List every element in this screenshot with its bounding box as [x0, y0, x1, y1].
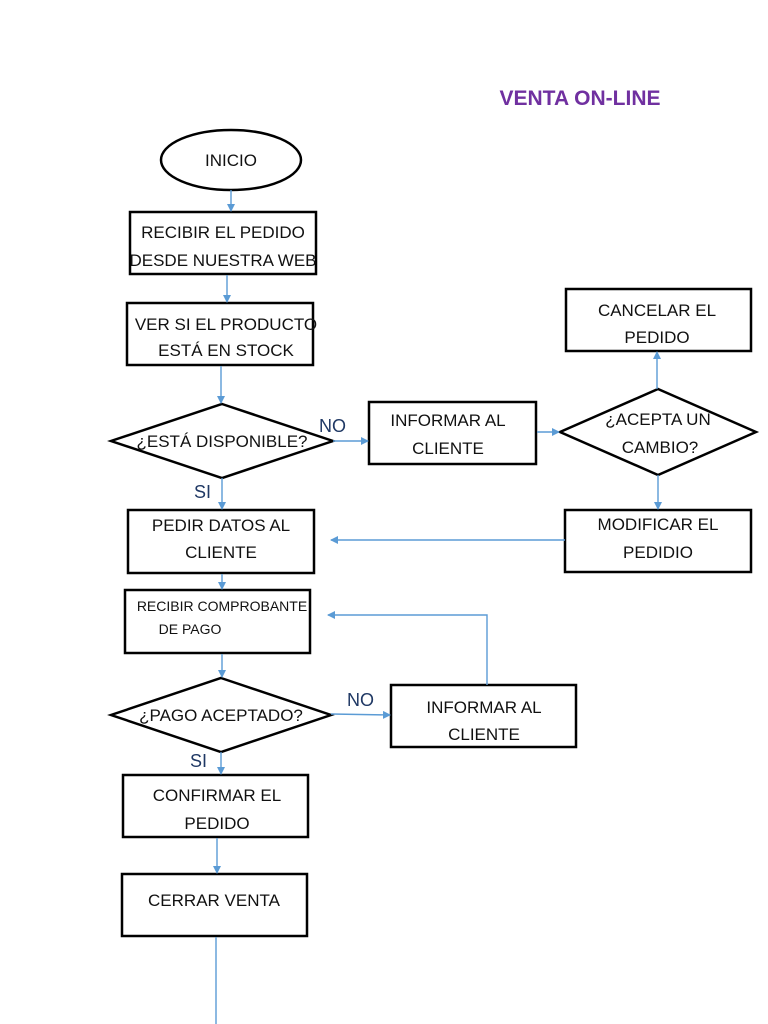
branch-label-si-2: SI — [190, 751, 207, 771]
node-ver-stock: VER SI EL PRODUCTO ESTÁ EN STOCK — [125, 301, 317, 367]
node-informar-cliente-2: INFORMAR AL CLIENTE — [389, 683, 578, 749]
node-cerrar-venta-label: CERRAR VENTA — [148, 891, 281, 910]
node-informar-cliente-1: INFORMAR AL CLIENTE — [367, 400, 538, 466]
node-pedir-datos-line2: CLIENTE — [185, 543, 257, 562]
node-recibir-comprobante-line2: DE PAGO — [159, 621, 222, 637]
node-informar-1-line1: INFORMAR AL — [390, 411, 505, 430]
decision-acepta-cambio-line2: CAMBIO? — [622, 438, 699, 457]
node-confirmar-pedido: CONFIRMAR EL PEDIDO — [121, 773, 310, 839]
node-cerrar-venta: CERRAR VENTA — [120, 872, 309, 938]
connectors — [213, 190, 662, 1024]
branch-label-si-1: SI — [194, 482, 211, 502]
node-informar-2-line1: INFORMAR AL — [426, 698, 541, 717]
decision-disponible: ¿ESTÁ DISPONIBLE? — [107, 402, 337, 480]
node-ver-stock-line2: ESTÁ EN STOCK — [158, 341, 294, 360]
arrow-pago-no-to-informar — [330, 710, 391, 719]
node-cancelar-line2: PEDIDO — [624, 328, 689, 347]
decision-pago-aceptado: ¿PAGO ACEPTADO? — [107, 676, 335, 754]
node-recibir-pedido-line1: RECIBIR EL PEDIDO — [141, 223, 305, 242]
node-recibir-pedido-line2: DESDE NUESTRA WEB — [129, 251, 316, 270]
node-confirmar-line2: PEDIDO — [184, 814, 249, 833]
node-cancelar-line1: CANCELAR EL — [598, 301, 716, 320]
page-title: VENTA ON-LINE — [500, 87, 661, 110]
decision-acepta-cambio-line1: ¿ACEPTA UN — [605, 410, 710, 429]
node-informar-1-line2: CLIENTE — [412, 439, 484, 458]
branch-label-no-2: NO — [347, 690, 374, 710]
node-recibir-comprobante-line1: RECIBIR COMPROBANTE — [137, 598, 307, 614]
decision-disponible-label: ¿ESTÁ DISPONIBLE? — [137, 432, 308, 451]
node-inicio: INICIO — [159, 128, 303, 192]
node-ver-stock-line1: VER SI EL PRODUCTO — [135, 315, 317, 334]
node-pedir-datos-line1: PEDIR DATOS AL — [152, 516, 290, 535]
node-recibir-comprobante: RECIBIR COMPROBANTE DE PAGO — [123, 588, 312, 655]
node-inicio-label: INICIO — [205, 151, 257, 170]
branch-label-no-1: NO — [319, 416, 346, 436]
node-modificar-pedido: MODIFICAR EL PEDIDIO — [563, 508, 753, 574]
decision-acepta-cambio: ¿ACEPTA UN CAMBIO? — [556, 387, 760, 477]
node-cancelar-pedido: CANCELAR EL PEDIDO — [564, 287, 753, 353]
node-confirmar-line1: CONFIRMAR EL — [153, 786, 281, 805]
node-informar-2-line2: CLIENTE — [448, 725, 520, 744]
decision-pago-aceptado-label: ¿PAGO ACEPTADO? — [139, 706, 303, 725]
arrow-informar-back-to-comprobante — [327, 611, 488, 685]
node-modificar-line2: PEDIDIO — [623, 543, 693, 562]
node-recibir-pedido: RECIBIR EL PEDIDO DESDE NUESTRA WEB — [128, 210, 318, 276]
node-modificar-line1: MODIFICAR EL — [598, 515, 719, 534]
node-pedir-datos: PEDIR DATOS AL CLIENTE — [126, 508, 316, 575]
